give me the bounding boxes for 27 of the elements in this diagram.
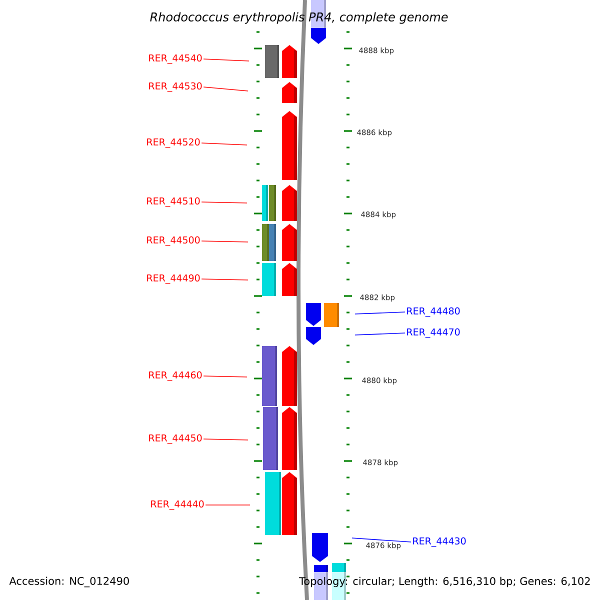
leader-line [201, 142, 248, 146]
gene-label: RER_44430 [413, 537, 466, 547]
gene-label: RER_44460 [149, 371, 202, 381]
footer-text: Topology: circular; Length: 6,516,310 bp; Genes: 6,102 [299, 576, 590, 588]
gene-label: RER_44440 [151, 500, 204, 510]
leader-line [354, 332, 406, 336]
footer-text: Accession: NC_012490 [9, 576, 129, 588]
leader-line [201, 278, 248, 280]
gene-label: RER_44470 [407, 328, 460, 338]
gene-label: RER_44510 [147, 197, 200, 207]
gene-label: RER_44540 [149, 54, 202, 64]
gene-label: RER_44500 [147, 236, 200, 246]
leader-line [203, 438, 248, 440]
gene-label: RER_44490 [147, 274, 200, 284]
leader-line [201, 202, 248, 204]
leader-line [203, 58, 250, 62]
gene-label: RER_44520 [147, 138, 200, 148]
leader-line [205, 504, 250, 506]
title: Rhodococcus erythropolis PR4, complete genome [150, 12, 448, 24]
leader-line [203, 86, 248, 92]
leader-line [352, 538, 412, 542]
gene-label: RER_44450 [149, 434, 202, 444]
leader-line [201, 240, 248, 242]
leader-line [354, 312, 406, 314]
leader-line [203, 376, 248, 378]
gene-label: RER_44480 [407, 307, 460, 317]
gene-label: RER_44530 [149, 82, 202, 92]
